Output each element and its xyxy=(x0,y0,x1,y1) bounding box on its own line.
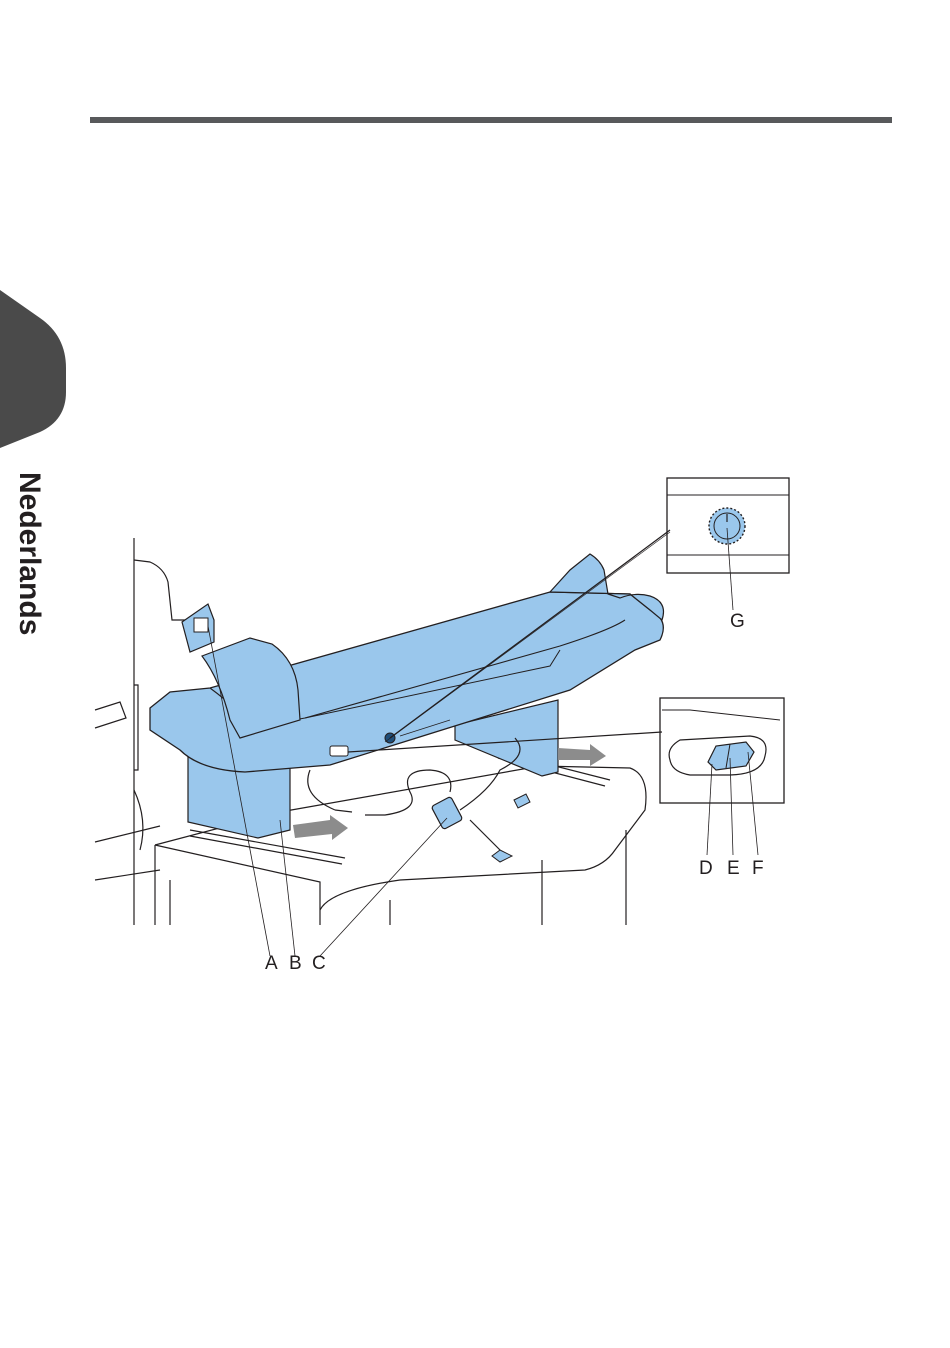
power-adapter xyxy=(431,796,463,829)
callout-g: G xyxy=(730,611,745,632)
callout-e: E xyxy=(727,858,740,879)
callout-d: D xyxy=(699,858,713,879)
callout-b: B xyxy=(289,953,302,974)
inset-knob-detail xyxy=(667,478,789,573)
machine-connector xyxy=(182,604,214,652)
inset-switch-detail xyxy=(660,698,784,803)
language-label: Nederlands xyxy=(8,470,58,650)
callout-c: C xyxy=(312,953,326,974)
callout-f: F xyxy=(752,858,764,879)
machine-illustration: A B C D E F G xyxy=(90,470,810,980)
callout-a: A xyxy=(265,953,278,974)
header-rule xyxy=(90,117,892,123)
adjust-arrow-right xyxy=(558,744,606,766)
language-side-tab xyxy=(0,0,80,460)
power-plug xyxy=(492,850,512,862)
adjust-arrow-left xyxy=(293,815,348,840)
language-label-text: Nederlands xyxy=(13,472,46,635)
plug-connector xyxy=(514,794,530,808)
